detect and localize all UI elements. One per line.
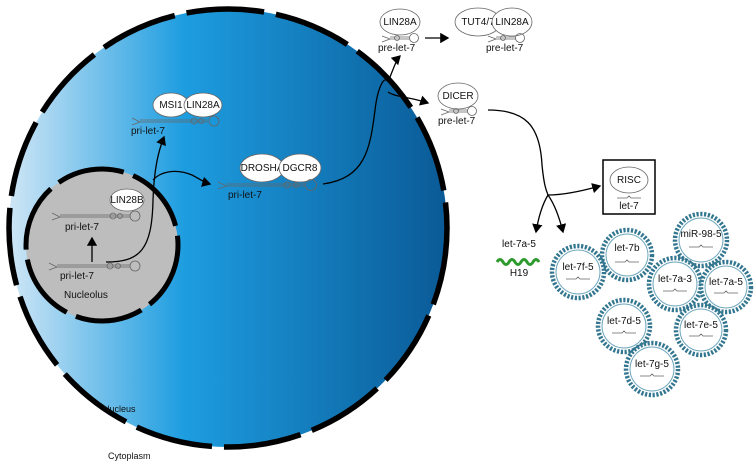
dicer-complex: DICER pre-let-7	[437, 82, 479, 127]
pri-let7-drosha-label: pri-let-7	[228, 190, 262, 201]
mirna-label: let-7d-5	[607, 316, 641, 327]
mirna-circle: let-7g-5	[623, 340, 681, 398]
mirna-circle: let-7a-3	[646, 255, 704, 313]
lin28a-cyto-label: LIN28A	[383, 17, 417, 28]
dicer-label: DICER	[442, 91, 473, 102]
let7a5-h19-label: let-7a-5	[502, 239, 536, 250]
hairpin-nucleolus-top	[51, 210, 141, 222]
pri-let7-nucleolus-top-label: pri-let-7	[65, 222, 99, 233]
nucleus-label: Nucleus	[103, 404, 136, 414]
hairpin-dicer	[440, 106, 477, 116]
lin28a-cyto-protein	[379, 8, 421, 36]
mirna-label: miR-98-5	[680, 229, 722, 240]
nucleolus-envelope	[23, 166, 181, 324]
nucleus	[6, 6, 450, 450]
hairpin-lin28a	[381, 33, 419, 43]
mirna-circle: let-7f-5	[549, 243, 607, 301]
pre-let7-dicer-label: pre-let-7	[438, 116, 476, 127]
hairpin-nucleolus-bottom	[48, 260, 141, 272]
lin28a-tut-label: LIN28A	[495, 17, 529, 28]
lin28a-tut-protein	[491, 7, 533, 37]
pri-let7-msi-label: pri-let-7	[131, 126, 165, 137]
arrow-drosha-export	[322, 79, 389, 185]
arrow-to-lin28a	[387, 55, 401, 83]
lin28a-nuc-protein	[183, 92, 223, 118]
mirna-circle: let-7e-5	[673, 302, 729, 358]
hairpin-msi	[131, 115, 220, 127]
h19-strand	[495, 258, 541, 266]
mirna-label: let-7g-5	[635, 359, 669, 370]
nucleus-body	[9, 9, 447, 447]
mirna-circle: let-7a-5	[698, 259, 754, 315]
risc-mirna	[617, 195, 641, 199]
arrow-to-h19	[532, 194, 549, 234]
arrow-dicer-down	[487, 109, 549, 196]
h19-label: H19	[510, 268, 529, 279]
arrow-to-dicer	[387, 91, 430, 106]
msi1-label: MSI1	[159, 100, 183, 111]
lin28a-nuc-label: LIN28A	[186, 100, 220, 111]
lin28b-label: LIN28B	[110, 195, 144, 206]
tut-complex: TUT4/7 LIN28A pre-let-7	[454, 7, 533, 54]
mirna-label: let-7f-5	[562, 262, 594, 273]
lin28a-cyto-complex: LIN28A pre-let-7	[378, 8, 421, 54]
h19-sponge: let-7a-5 H19	[495, 239, 541, 279]
risc-complex: RISC let-7	[602, 159, 656, 215]
pre-let7-lin28a-label: pre-let-7	[378, 43, 416, 54]
mirna-circle: miR-98-5	[672, 211, 730, 269]
arrow-to-drosha	[152, 170, 212, 187]
pre-let7-tut-label: pre-let-7	[486, 43, 524, 54]
risc-protein	[609, 166, 649, 194]
arrow-to-msi1	[105, 135, 166, 263]
drosha-dgcr8-complex: DROSHA DGCR8 pri-let-7	[217, 153, 322, 201]
cytoplasm-label: Cytoplasm	[108, 451, 151, 461]
mirna-label: let-7b	[614, 243, 639, 254]
dgcr8-protein	[278, 153, 322, 183]
drosha-label: DROSHA	[241, 163, 284, 174]
hairpin-drosha	[217, 179, 317, 191]
lin28b-complex: LIN28B pri-let-7 pri-let-7	[48, 188, 145, 282]
mirna-circle: let-7b	[599, 227, 655, 283]
arrow-to-mirnas	[547, 194, 567, 234]
mirna-label: let-7e-5	[684, 320, 718, 331]
tut-label: TUT4/7	[461, 17, 495, 28]
nuclear-envelope	[6, 6, 450, 450]
mirna-circle: let-7d-5	[595, 297, 653, 355]
mirna-label: let-7a-5	[709, 277, 743, 288]
dgcr8-label: DGCR8	[282, 163, 317, 174]
nucleolus-label: Nucleolus	[64, 290, 108, 301]
arrow-to-risc	[547, 183, 602, 196]
mirna-label: let-7a-3	[658, 274, 692, 285]
hairpin-tut	[487, 33, 525, 43]
mirna-circles: let-7b miR-98-5 let-7f-5 let-7a-3 let-7a…	[549, 211, 754, 398]
pri-let7-nucleolus-bottom-label: pri-let-7	[60, 271, 94, 282]
let7-risc-label: let-7	[619, 201, 639, 212]
risc-label: RISC	[617, 175, 641, 186]
lin28b-protein	[109, 188, 145, 212]
pathway-arrows	[86, 32, 602, 263]
msi1-lin28a-complex: MSI1 LIN28A pri-let-7	[131, 92, 223, 137]
